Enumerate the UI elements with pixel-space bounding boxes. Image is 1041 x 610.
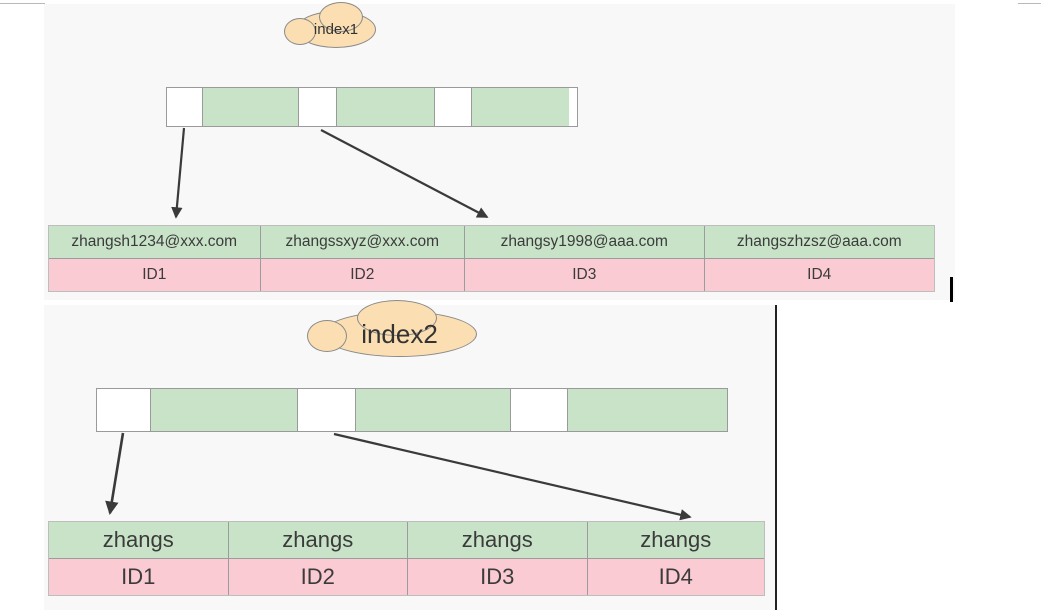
table-cell-name-1: zhangs xyxy=(49,522,229,558)
table-cell-id-1: ID1 xyxy=(49,259,261,291)
index2-segment-white-2 xyxy=(298,389,357,431)
cloud-label-index2: index2 xyxy=(361,318,438,349)
table-cell-id-2: ID2 xyxy=(228,559,408,595)
table-row-ids: ID1 ID2 ID3 ID4 xyxy=(49,259,934,291)
table-cell-name-4: zhangs xyxy=(587,522,764,558)
index1-segment-green-2 xyxy=(337,88,435,126)
index1-segment-green-3 xyxy=(472,88,569,126)
index1-data-table: zhangsh1234@xxx.com zhangssxyz@xxx.com z… xyxy=(48,225,935,292)
table-cell-id-3: ID3 xyxy=(465,259,705,291)
table-cell-id-4: ID4 xyxy=(704,259,934,291)
table-cell-name-3: zhangs xyxy=(408,522,588,558)
cloud-callout-index2: index2 xyxy=(307,300,477,357)
table-row-values: zhangs zhangs zhangs zhangs xyxy=(49,522,764,559)
table-row-ids: ID1 ID2 ID3 ID4 xyxy=(49,559,764,595)
rule-fragment-left xyxy=(0,3,45,4)
index2-segment-green-3 xyxy=(567,389,727,431)
index1-segment-green-1 xyxy=(203,88,299,126)
index2-data-table: zhangs zhangs zhangs zhangs ID1 ID2 ID3 … xyxy=(48,521,765,596)
table-cell-id-3: ID3 xyxy=(408,559,588,595)
index1-segment-white-3 xyxy=(435,88,472,126)
table-cell-email-1: zhangsh1234@xxx.com xyxy=(49,226,261,258)
table-cell-email-4: zhangszhzsz@aaa.com xyxy=(704,226,934,258)
table-cell-id-1: ID1 xyxy=(49,559,229,595)
table-cell-email-2: zhangssxyz@xxx.com xyxy=(260,226,466,258)
index1-segment-white-1 xyxy=(167,88,203,126)
index2-strip xyxy=(96,388,728,432)
index1-strip xyxy=(166,87,578,127)
clipped-bottom-text xyxy=(60,603,960,610)
index1-segment-white-2 xyxy=(299,88,337,126)
table-cell-name-2: zhangs xyxy=(228,522,408,558)
rule-fragment-right xyxy=(1018,3,1041,4)
table-cell-id-2: ID2 xyxy=(260,259,466,291)
index2-segment-green-1 xyxy=(150,389,299,431)
index2-segment-green-2 xyxy=(356,389,511,431)
cloud-label-index1: index1 xyxy=(313,21,359,38)
text-caret xyxy=(950,277,953,302)
table-cell-email-3: zhangsy1998@aaa.com xyxy=(465,226,705,258)
index2-segment-white-3 xyxy=(510,389,568,431)
table-row-values: zhangsh1234@xxx.com zhangssxyz@xxx.com z… xyxy=(49,226,934,259)
index2-segment-white-1 xyxy=(97,389,151,431)
cloud-callout-index1: index1 xyxy=(284,2,376,48)
table-cell-id-4: ID4 xyxy=(587,559,764,595)
